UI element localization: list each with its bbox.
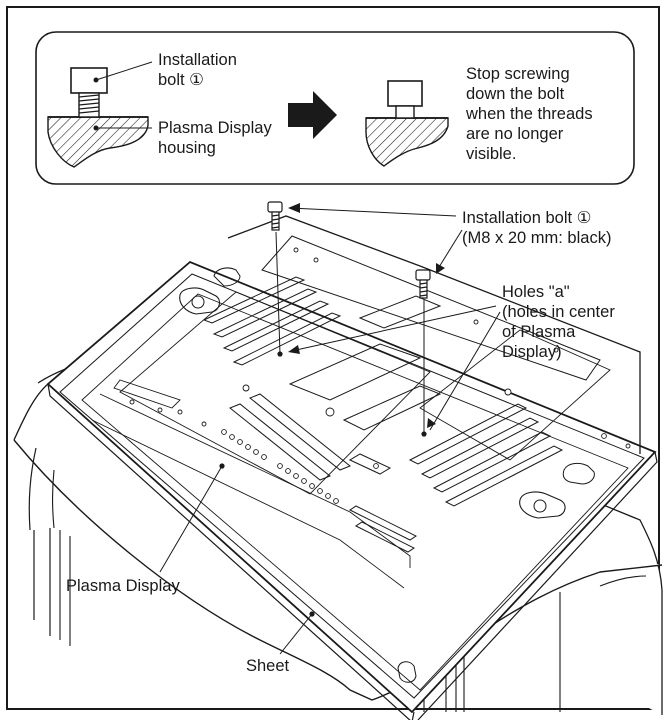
leader-lines bbox=[159, 207, 501, 655]
stop-screwing-note: Stop screwing down the bolt when the thr… bbox=[466, 65, 593, 163]
installation-bolt-callout: Installation bolt ① (M8 x 20 mm: black) bbox=[462, 209, 612, 247]
plasma-display-label: Plasma Display bbox=[66, 577, 180, 595]
bolt-before-illustration bbox=[47, 61, 153, 168]
inset-box bbox=[35, 31, 635, 185]
installation-bolt-right bbox=[415, 269, 431, 299]
leader-arrowheads bbox=[288, 203, 445, 428]
figure-frame bbox=[6, 6, 660, 710]
display-callout-dot bbox=[219, 463, 225, 469]
bolt-label: Installation bolt ① bbox=[158, 51, 237, 89]
bolt-after-illustration bbox=[365, 80, 449, 167]
connector-dots bbox=[129, 247, 631, 504]
installation-bolt-left bbox=[267, 201, 283, 231]
sheet-callout-dot bbox=[309, 611, 315, 617]
housing-label: Plasma Display housing bbox=[158, 119, 272, 157]
sheet-label: Sheet bbox=[246, 657, 290, 675]
plasma-display-panel bbox=[46, 215, 658, 720]
right-arrow-icon bbox=[288, 91, 337, 139]
holes-a-callout: Holes "a" (holes in center of Plasma Dis… bbox=[502, 283, 615, 361]
